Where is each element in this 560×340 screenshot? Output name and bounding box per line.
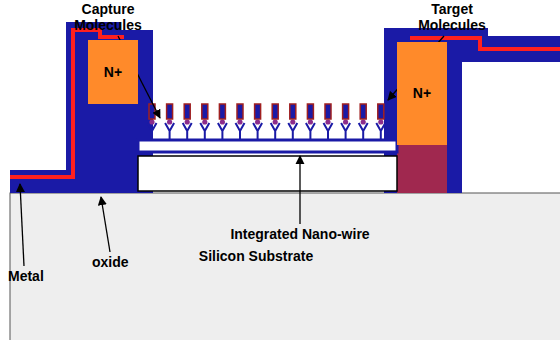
leader-line xyxy=(20,184,24,266)
substrate-body xyxy=(10,193,560,340)
target-molecule xyxy=(307,104,313,119)
target-molecule xyxy=(360,104,366,119)
callout-label: Integrated Nano-wire xyxy=(230,226,369,242)
capture-molecule xyxy=(165,123,174,139)
callout-label: oxide xyxy=(92,254,129,270)
capture-molecule xyxy=(148,123,157,139)
binding-site xyxy=(343,119,348,124)
cavity xyxy=(138,156,397,191)
binding-site xyxy=(290,119,295,124)
target-molecule xyxy=(184,104,190,119)
capture-molecule xyxy=(306,123,315,139)
binding-site xyxy=(185,119,190,124)
binding-site xyxy=(361,119,366,124)
target-molecule xyxy=(202,104,208,119)
capture-molecule xyxy=(288,123,297,139)
region-label: N+ xyxy=(104,64,122,80)
capture-molecule xyxy=(324,123,333,139)
target-molecule xyxy=(255,104,261,119)
region-label: Silicon Substrate xyxy=(199,248,313,264)
leader-line xyxy=(101,197,110,252)
capture-molecule xyxy=(341,123,350,139)
right-doped-region xyxy=(397,145,447,193)
binding-site xyxy=(167,119,172,124)
binding-site xyxy=(378,119,383,124)
region-label: N+ xyxy=(413,85,431,101)
callout-label: Target Molecules xyxy=(407,1,497,33)
binding-site xyxy=(202,119,207,124)
leader-line xyxy=(299,156,300,224)
capture-molecule xyxy=(271,123,280,139)
target-molecule xyxy=(237,104,243,119)
binding-site xyxy=(149,119,154,124)
binding-site xyxy=(325,119,330,124)
target-molecule xyxy=(272,104,278,119)
target-molecule xyxy=(167,104,173,119)
binding-site xyxy=(220,119,225,124)
left-oxide xyxy=(10,22,153,193)
callout-label: Metal xyxy=(8,268,44,284)
doped-region: N+ xyxy=(88,40,138,104)
capture-molecule xyxy=(376,123,385,139)
target-molecule xyxy=(378,104,384,119)
target-molecule xyxy=(343,104,349,119)
capture-molecule xyxy=(236,123,245,139)
target-molecule xyxy=(325,104,331,119)
binding-site xyxy=(273,119,278,124)
callout-label: Capture Molecules xyxy=(63,1,153,33)
capture-molecule xyxy=(200,123,209,139)
binding-site xyxy=(308,119,313,124)
binding-site xyxy=(255,119,260,124)
binding-site xyxy=(237,119,242,124)
target-molecule xyxy=(219,104,225,119)
capture-molecule xyxy=(359,123,368,139)
target-molecule xyxy=(290,104,296,119)
capture-molecule xyxy=(183,123,192,139)
nanowire xyxy=(138,140,397,152)
molecules xyxy=(148,104,386,139)
right-oxide xyxy=(384,28,560,193)
doped-region: N+ xyxy=(397,42,447,145)
capture-molecule xyxy=(218,123,227,139)
capture-molecule xyxy=(253,123,262,139)
